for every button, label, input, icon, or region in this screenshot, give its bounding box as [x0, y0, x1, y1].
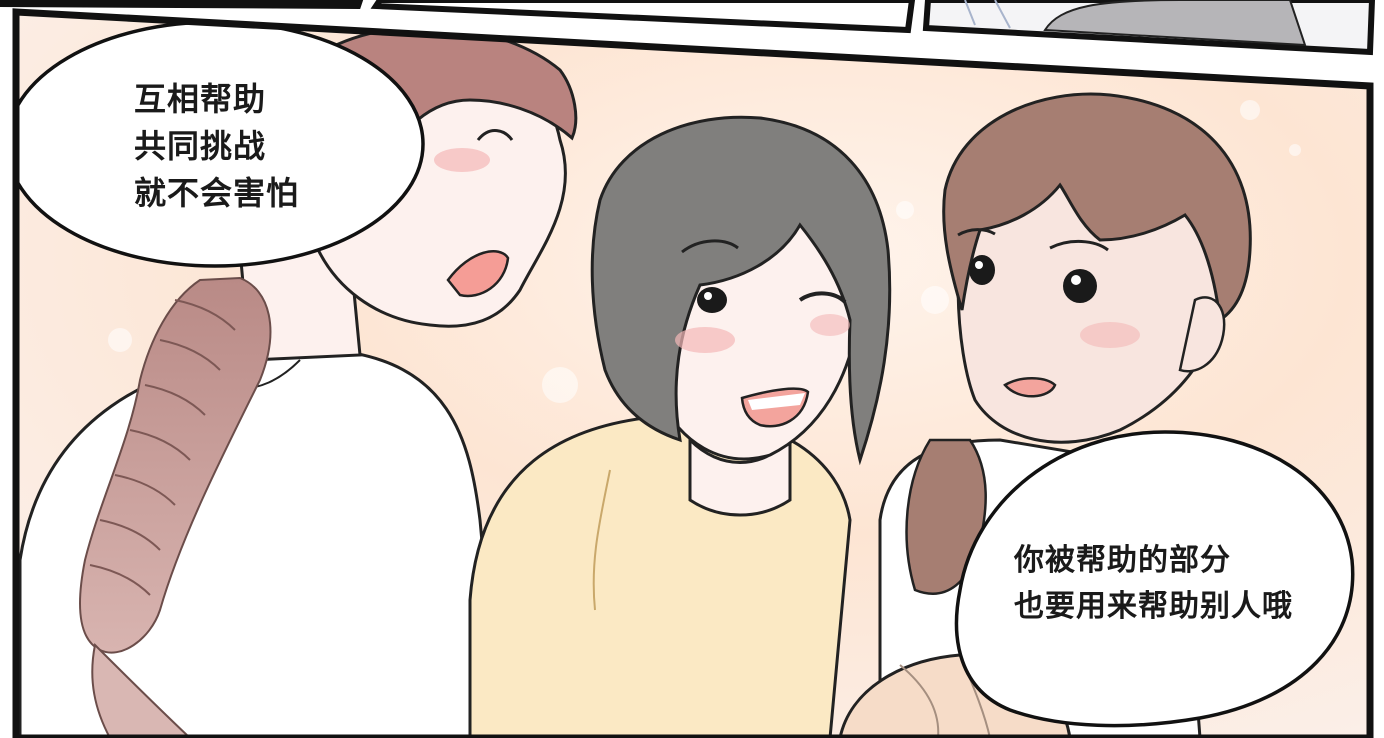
bubble-left-line-3: 就不会害怕	[134, 174, 300, 212]
main-panel-border	[12, 8, 1374, 738]
bubble-right-line-2: 也要用来帮助别人哦	[1014, 589, 1293, 624]
speech-bubble-left-text: 互相帮助 共同挑战 就不会害怕	[134, 76, 299, 217]
top-panel-strip	[0, 0, 1376, 56]
braid-strands	[89, 299, 236, 596]
bokeh-lights	[108, 100, 1301, 403]
girl-center	[468, 115, 892, 738]
speech-bubble-right	[954, 430, 1355, 728]
bubble-left-line-2: 共同挑战	[134, 127, 267, 165]
bubble-right-line-1: 你被帮助的部分	[1014, 543, 1231, 578]
bubble-left-line-1: 互相帮助	[134, 80, 267, 118]
speech-bubble-right-text: 你被帮助的部分 也要用来帮助别人哦	[1014, 538, 1293, 630]
